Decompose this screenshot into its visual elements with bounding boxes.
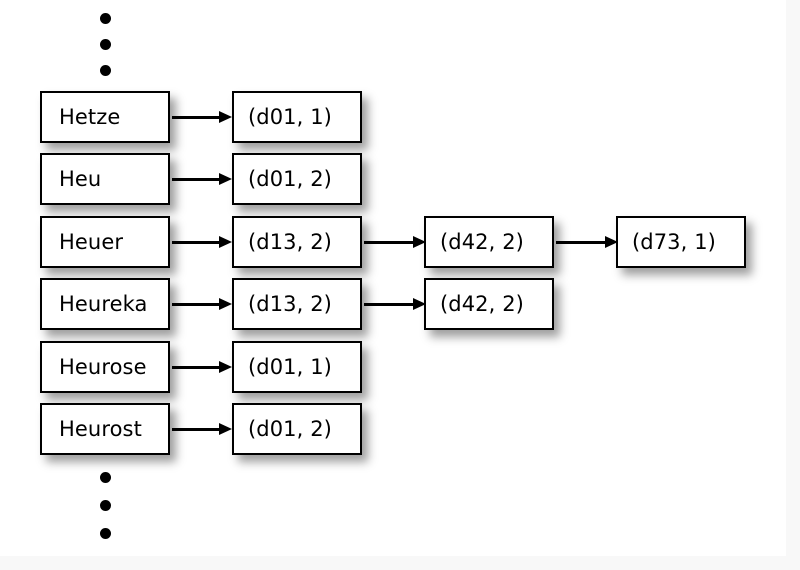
term-box-hetze[interactable]: Hetze	[40, 91, 170, 143]
posting-label: (d01, 1)	[248, 104, 332, 129]
posting-label: (d01, 1)	[248, 354, 332, 379]
arrow-shaft	[172, 116, 219, 119]
term-label: Heu	[59, 166, 102, 191]
arrow-head	[219, 173, 232, 185]
arrow-head	[413, 236, 426, 248]
arrow-term-to-posting-5	[172, 361, 232, 373]
posting-label: (d01, 2)	[248, 166, 332, 191]
posting-box-4[interactable]: (d13, 2)	[232, 278, 362, 330]
arrow-term-to-posting-4	[172, 298, 232, 310]
ellipsis-bottom-dot-3	[100, 528, 111, 539]
arrow-term-to-posting-2	[172, 173, 232, 185]
arrow-head	[219, 236, 232, 248]
arrow-shaft	[172, 241, 219, 244]
term-box-heurost[interactable]: Heurost	[40, 403, 170, 455]
term-label: Heurose	[59, 354, 147, 379]
term-label: Hetze	[59, 104, 121, 129]
arrow-head	[219, 111, 232, 123]
term-box-heureka[interactable]: Heureka	[40, 278, 170, 330]
arrow-shaft	[172, 178, 219, 181]
ellipsis-top-dot-2	[100, 39, 111, 50]
posting-box-col3-2[interactable]: (d42, 2)	[424, 278, 554, 330]
term-label: Heuer	[59, 229, 124, 254]
posting-label: (d42, 2)	[440, 229, 524, 254]
posting-box-5[interactable]: (d01, 1)	[232, 341, 362, 393]
ellipsis-top-dot-1	[100, 13, 111, 24]
posting-box-3[interactable]: (d13, 2)	[232, 216, 362, 268]
ellipsis-top-dot-3	[100, 65, 111, 76]
posting-box-1[interactable]: (d01, 1)	[232, 91, 362, 143]
arrow-term-to-posting-1	[172, 111, 232, 123]
posting-box-2[interactable]: (d01, 2)	[232, 153, 362, 205]
arrow-term-to-posting-3	[172, 236, 232, 248]
posting-label: (d01, 2)	[248, 416, 332, 441]
arrow-term-to-posting-6	[172, 423, 232, 435]
term-label: Heureka	[59, 291, 148, 316]
term-box-heu[interactable]: Heu	[40, 153, 170, 205]
ellipsis-bottom-dot-2	[100, 500, 111, 511]
posting-label: (d42, 2)	[440, 291, 524, 316]
arrow-shaft	[364, 303, 413, 306]
posting-label: (d13, 2)	[248, 229, 332, 254]
page-edge-right	[786, 0, 800, 570]
term-box-heuer[interactable]: Heuer	[40, 216, 170, 268]
arrow-shaft	[172, 366, 219, 369]
posting-label: (d13, 2)	[248, 291, 332, 316]
arrow-shaft	[556, 241, 605, 244]
posting-box-6[interactable]: (d01, 2)	[232, 403, 362, 455]
arrow-shaft	[172, 428, 219, 431]
ellipsis-bottom-dot-1	[100, 472, 111, 483]
posting-label: (d73, 1)	[632, 229, 716, 254]
arrow-head	[413, 298, 426, 310]
arrow-shaft	[172, 303, 219, 306]
term-label: Heurost	[59, 416, 142, 441]
arrow-posting-to-next-5	[556, 236, 618, 248]
arrow-head	[219, 423, 232, 435]
posting-box-col3-1[interactable]: (d42, 2)	[424, 216, 554, 268]
arrow-shaft	[364, 241, 413, 244]
term-box-heurose[interactable]: Heurose	[40, 341, 170, 393]
arrow-posting-to-next-3	[364, 236, 426, 248]
arrow-posting-to-next-4	[364, 298, 426, 310]
posting-box-col4-1[interactable]: (d73, 1)	[616, 216, 746, 268]
arrow-head	[219, 298, 232, 310]
page-edge-bottom	[0, 556, 800, 570]
arrow-head	[219, 361, 232, 373]
arrow-head	[605, 236, 618, 248]
